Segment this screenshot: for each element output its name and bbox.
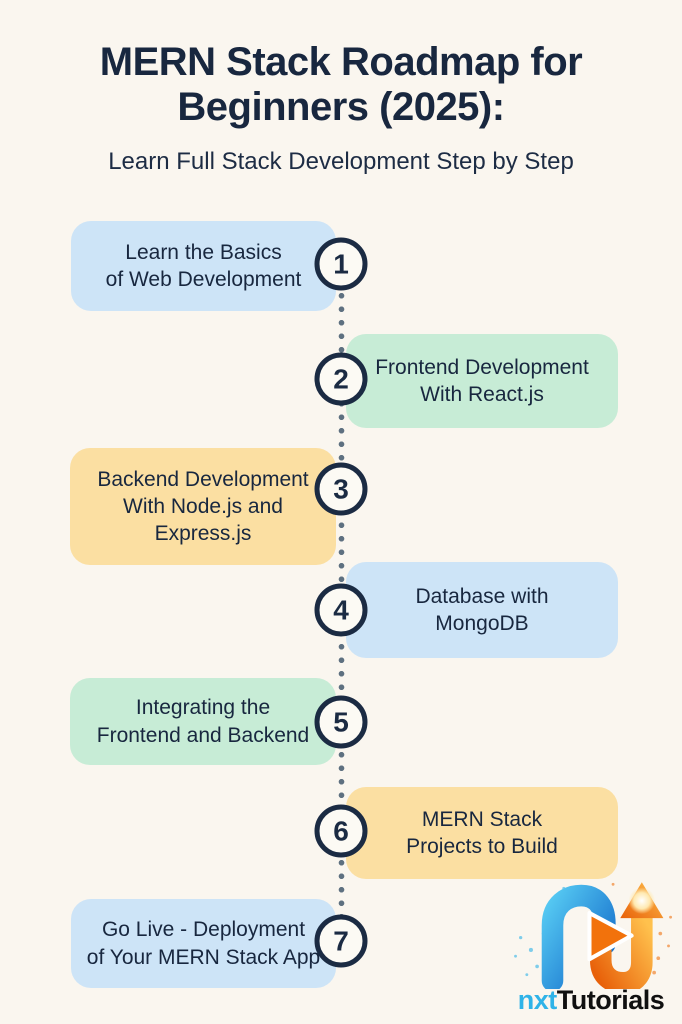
step-box-2: Frontend Development With React.js [346,334,618,428]
step-number-1: 1 [333,248,349,279]
brand-prefix: nxt [517,985,558,1015]
logo-blue-n-stroke [541,884,616,989]
step-number-3: 3 [333,473,349,504]
brand-suffix: Tutorials [556,985,665,1015]
step-box-4: Database with MongoDB [346,562,618,658]
step-number-badge-6: 6 [314,804,368,858]
page-subtitle: Learn Full Stack Development Step by Ste… [108,148,574,175]
play-icon [587,910,634,962]
step-number-6: 6 [333,815,349,846]
step-number-4: 4 [333,594,349,625]
step-label-4: Database with MongoDB [415,584,549,635]
logo-glow [628,887,656,915]
step-number-badge-3: 3 [314,462,368,516]
step-box-1: Learn the Basics of Web Development [71,221,336,311]
step-number-7: 7 [333,925,349,956]
step-number-badge-4: 4 [314,583,368,637]
step-label-2: Frontend Development With React.js [375,355,589,406]
step-number-badge-1: 1 [314,237,368,291]
step-box-6: MERN Stack Projects to Build [346,787,618,879]
step-number-badge-5: 5 [314,695,368,749]
step-label-5: Integrating the Frontend and Backend [96,696,310,747]
step-number-badge-2: 2 [314,352,368,406]
brand-name: nxtTutorials [518,987,665,1014]
step-number-5: 5 [333,706,349,737]
logo-orange-j-stroke [589,904,653,989]
step-number-badge-7: 7 [314,914,368,968]
step-label-1: Learn the Basics of Web Development [105,240,302,291]
step-label-3: Backend Development With Node.js and Exp… [97,467,309,546]
step-label-6: MERN Stack Projects to Build [406,807,558,858]
step-label-7: Go Live - Deployment of Your MERN Stack … [86,918,321,969]
page-title: MERN Stack Roadmap for Beginners (2025): [99,40,583,129]
nxttutorials-logo: nxtTutorials [503,874,679,1022]
step-box-3: Backend Development With Node.js and Exp… [70,448,336,565]
nxttutorials-logo-icon [514,882,673,989]
step-box-7: Go Live - Deployment of Your MERN Stack … [71,899,336,988]
step-box-5: Integrating the Frontend and Backend [70,678,336,765]
step-number-2: 2 [333,363,349,394]
